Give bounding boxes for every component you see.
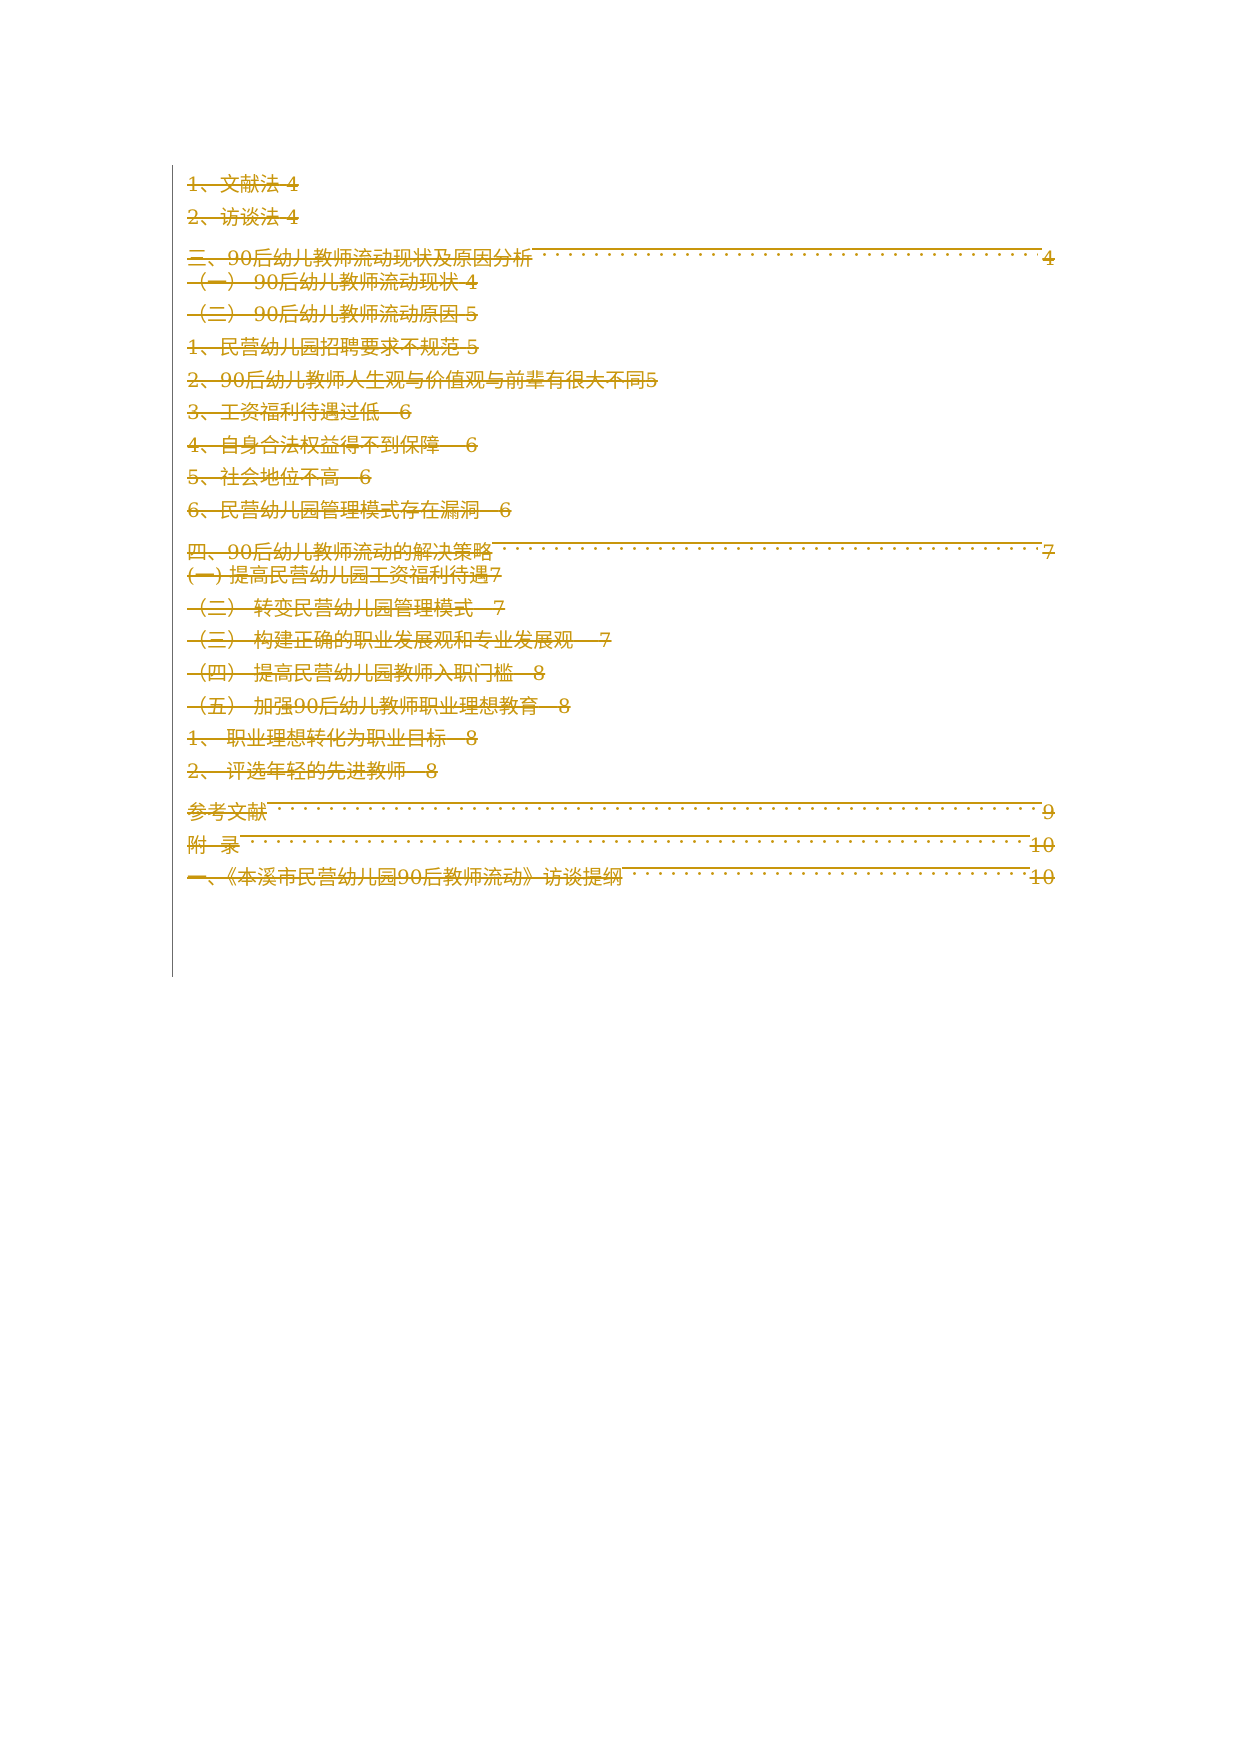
toc-entry[interactable]: 1、文献法 4 — [187, 168, 1055, 201]
toc-entry[interactable]: （二） 转变民营幼儿园管理模式 7 — [187, 592, 1055, 625]
toc-entry-text: 附 录 — [187, 832, 240, 857]
toc-entry-text: 3、工资福利待遇过低 6 — [187, 400, 412, 425]
toc-entry-text: （二） 转变民营幼儿园管理模式 7 — [187, 595, 506, 620]
toc-entry[interactable]: (一) 提高民营幼儿园工资福利待遇7 — [187, 559, 1055, 592]
toc-entry-text: （二） 90后幼儿教师流动原因 5 — [187, 302, 478, 327]
toc-entry[interactable]: 1、民营幼儿园招聘要求不规范 5 — [187, 331, 1055, 364]
toc-entry[interactable]: 4、自身合法权益得不到保障 6 — [187, 429, 1055, 462]
toc-entry-text: 2、90后幼儿教师人生观与价值观与前辈有很大不同5 — [187, 367, 658, 392]
toc-entry[interactable]: 参考文献 9 — [187, 787, 1055, 824]
toc-entry[interactable]: 6、民营幼儿园管理模式存在漏洞 6 — [187, 494, 1055, 527]
toc-entry[interactable]: （三） 构建正确的职业发展观和专业发展观 7 — [187, 624, 1055, 657]
toc-entry[interactable]: 2、 评选年轻的先进教师 8 — [187, 755, 1055, 788]
toc-entry-text: 一、《本溪市民营幼儿园90后教师流动》访谈提纲 — [187, 865, 623, 890]
toc-entry[interactable]: 1、 职业理想转化为职业目标 8 — [187, 722, 1055, 755]
toc-page-number: 7 — [1042, 539, 1055, 564]
toc-entry[interactable]: （二） 90后幼儿教师流动原因 5 — [187, 298, 1055, 331]
toc-entry-text: 1、 职业理想转化为职业目标 8 — [187, 726, 478, 751]
toc-entry-text: 1、文献法 4 — [187, 172, 299, 196]
toc-entry[interactable]: 一、《本溪市民营幼儿园90后教师流动》访谈提纲 10 — [187, 852, 1055, 889]
toc-entry[interactable]: 3、工资福利待遇过低 6 — [187, 396, 1055, 429]
toc-entry-text: （四） 提高民营幼儿园教师入职门槛 8 — [187, 660, 546, 685]
toc-entry-text: （五） 加强90后幼儿教师职业理想教育 8 — [187, 693, 571, 718]
toc-entry[interactable]: 附 录 10 — [187, 820, 1055, 857]
toc-entry-text: 4、自身合法权益得不到保障 6 — [187, 432, 478, 457]
toc-entry[interactable]: （五） 加强90后幼儿教师职业理想教育 8 — [187, 690, 1055, 723]
toc-entry-text: 2、访谈法 4 — [187, 204, 299, 229]
toc-page-number: 4 — [1042, 246, 1055, 271]
toc-entry[interactable]: （一） 90后幼儿教师流动现状 4 — [187, 266, 1055, 299]
toc-entry[interactable]: （四） 提高民营幼儿园教师入职门槛 8 — [187, 657, 1055, 690]
dot-leader — [532, 233, 1043, 265]
toc-entry-text: 5、社会地位不高 6 — [187, 465, 372, 490]
toc-entry-text: 三、90后幼儿教师流动现状及原因分析 — [187, 246, 533, 271]
toc-entry[interactable]: 5、社会地位不高 6 — [187, 461, 1055, 494]
toc-entry[interactable]: 2、90后幼儿教师人生观与价值观与前辈有很大不同5 — [187, 364, 1055, 397]
toc-entry-text: （一） 90后幼儿教师流动现状 4 — [187, 269, 478, 294]
toc-entry[interactable]: 2、访谈法 4 — [187, 201, 1055, 234]
toc-page-number: 10 — [1029, 865, 1055, 890]
toc-entry-text: 2、 评选年轻的先进教师 8 — [187, 758, 438, 783]
toc-entry[interactable]: 三、90后幼儿教师流动现状及原因分析 4 — [187, 233, 1055, 270]
toc-page-number: 10 — [1029, 832, 1055, 857]
page-margin-line — [172, 165, 173, 977]
toc-entry[interactable]: 四、90后幼儿教师流动的解决策略 7 — [187, 527, 1055, 564]
dot-leader — [266, 787, 1043, 819]
toc-entry-text: (一) 提高民营幼儿园工资福利待遇7 — [187, 563, 502, 588]
dot-leader — [239, 820, 1030, 852]
dot-leader — [492, 527, 1043, 559]
toc-page-number: 9 — [1042, 800, 1055, 825]
toc-entry-text: 参考文献 — [187, 800, 267, 825]
toc-entry-text: 6、民营幼儿园管理模式存在漏洞 6 — [187, 497, 512, 522]
toc-entry-text: （三） 构建正确的职业发展观和专业发展观 7 — [187, 628, 612, 653]
toc-entry-text: 1、民营幼儿园招聘要求不规范 5 — [187, 334, 479, 359]
toc-entry-text: 四、90后幼儿教师流动的解决策略 — [187, 539, 493, 564]
table-of-contents: 1、文献法 4 2、访谈法 4 三、90后幼儿教师流动现状及原因分析 4 （一）… — [187, 168, 1055, 889]
dot-leader — [622, 852, 1030, 884]
